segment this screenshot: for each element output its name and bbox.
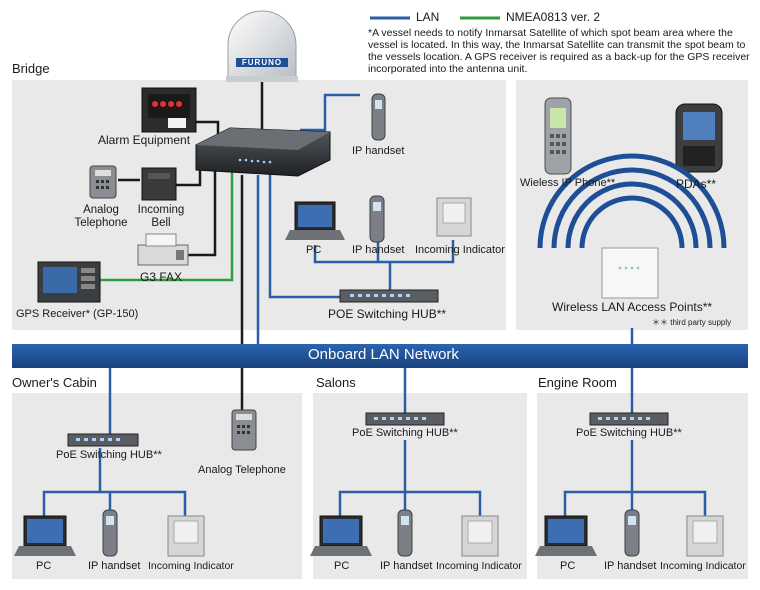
antenna-brand-label: FURUNO: [241, 58, 283, 67]
analog-telephone-icon: [231, 409, 257, 451]
incoming-indicator-icon: [461, 515, 499, 557]
engine-incoming-indicator-label: Incoming Indicator: [660, 560, 746, 572]
access-points-label: Wireless LAN Access Points**: [552, 300, 713, 314]
terminal-unit-icon: [195, 127, 331, 177]
cabin-pc-label: PC: [36, 560, 52, 572]
fax-machine-icon: [137, 233, 189, 266]
section-title-owners-cabin: Owner's Cabin: [12, 375, 97, 390]
ip-handset-icon: [369, 195, 385, 243]
gps-receiver-label: GPS Receiver* (GP-150): [16, 308, 139, 320]
pc-laptop-icon: [285, 201, 345, 240]
incoming-bell-label: Incoming Bell: [137, 204, 185, 229]
wireless-ip-phone-label: Wieless IP Phone**: [520, 177, 616, 189]
ip-handset-icon: [397, 509, 413, 557]
alarm-equipment-label: Alarm Equipment: [98, 133, 191, 147]
switching-hub-icon: [365, 412, 445, 426]
bridge-incoming-indicator-label: Incoming Indicator: [415, 244, 505, 256]
pda-icon: [675, 103, 723, 173]
antenna-dome-icon: [226, 10, 298, 82]
onboard-lan-bar: [12, 344, 748, 368]
ip-handset-icon: [102, 509, 118, 557]
gps-receiver-icon: [37, 261, 101, 303]
cabin-incoming-indicator-label: Incoming Indicator: [148, 560, 234, 572]
legend-lan-label: LAN: [416, 10, 440, 24]
incoming-indicator-icon: [167, 515, 205, 557]
incoming-indicator-icon: [686, 515, 724, 557]
section-title-salons: Salons: [316, 375, 356, 390]
switching-hub-icon: [339, 289, 439, 303]
cabin-hub-label: PoE Switching HUB**: [56, 449, 162, 461]
salons-hub-label: PoE Switching HUB**: [352, 427, 458, 439]
switching-hub-icon: [67, 433, 139, 447]
cabin-analog-telephone-label: Analog Telephone: [198, 464, 286, 476]
bridge-ip-handset-label: IP handset: [352, 244, 405, 256]
onboard-lan-label: Onboard LAN Network: [308, 346, 459, 363]
analog-telephone-label: Analog Telephone: [74, 204, 128, 229]
incoming-bell-icon: [141, 167, 177, 201]
ip-handset-icon: [371, 93, 386, 141]
salons-incoming-indicator-label: Incoming Indicator: [436, 560, 522, 572]
third-party-note: ＊＊ third party supply: [652, 318, 732, 327]
incoming-indicator-icon: [436, 197, 472, 237]
pc-laptop-icon: [535, 515, 597, 556]
pc-laptop-icon: [14, 515, 76, 556]
bridge-pc-label: PC: [306, 244, 322, 256]
wireless-ip-phone-icon: [544, 97, 572, 175]
engine-hub-label: PoE Switching HUB**: [576, 427, 682, 439]
g3-fax-label: G3 FAX: [140, 270, 183, 284]
engine-pc-label: PC: [560, 560, 576, 572]
pdas-label: PDAs**: [676, 177, 717, 191]
analog-telephone-icon: [89, 165, 117, 199]
pc-laptop-icon: [310, 515, 372, 556]
alarm-equipment-icon: [141, 87, 197, 133]
section-title-bridge: Bridge: [12, 61, 50, 76]
gps-footnote: *A vessel needs to notify Inmarsat Satel…: [368, 27, 750, 75]
bridge-hub-label: POE Switching HUB**: [328, 307, 447, 321]
ip-handset-top-label: IP handset: [352, 145, 405, 157]
cabin-ip-handset-label: IP handset: [88, 560, 141, 572]
salons-ip-handset-label: IP handset: [380, 560, 433, 572]
wireless-signal-icon: [537, 153, 727, 249]
switching-hub-icon: [589, 412, 669, 426]
engine-ip-handset-label: IP handset: [604, 560, 657, 572]
salons-pc-label: PC: [334, 560, 350, 572]
ip-handset-icon: [624, 509, 640, 557]
wireless-access-point-icon: [601, 247, 659, 299]
section-title-engine-room: Engine Room: [538, 375, 617, 390]
legend-nmea-label: NMEA0813 ver. 2: [506, 10, 601, 24]
